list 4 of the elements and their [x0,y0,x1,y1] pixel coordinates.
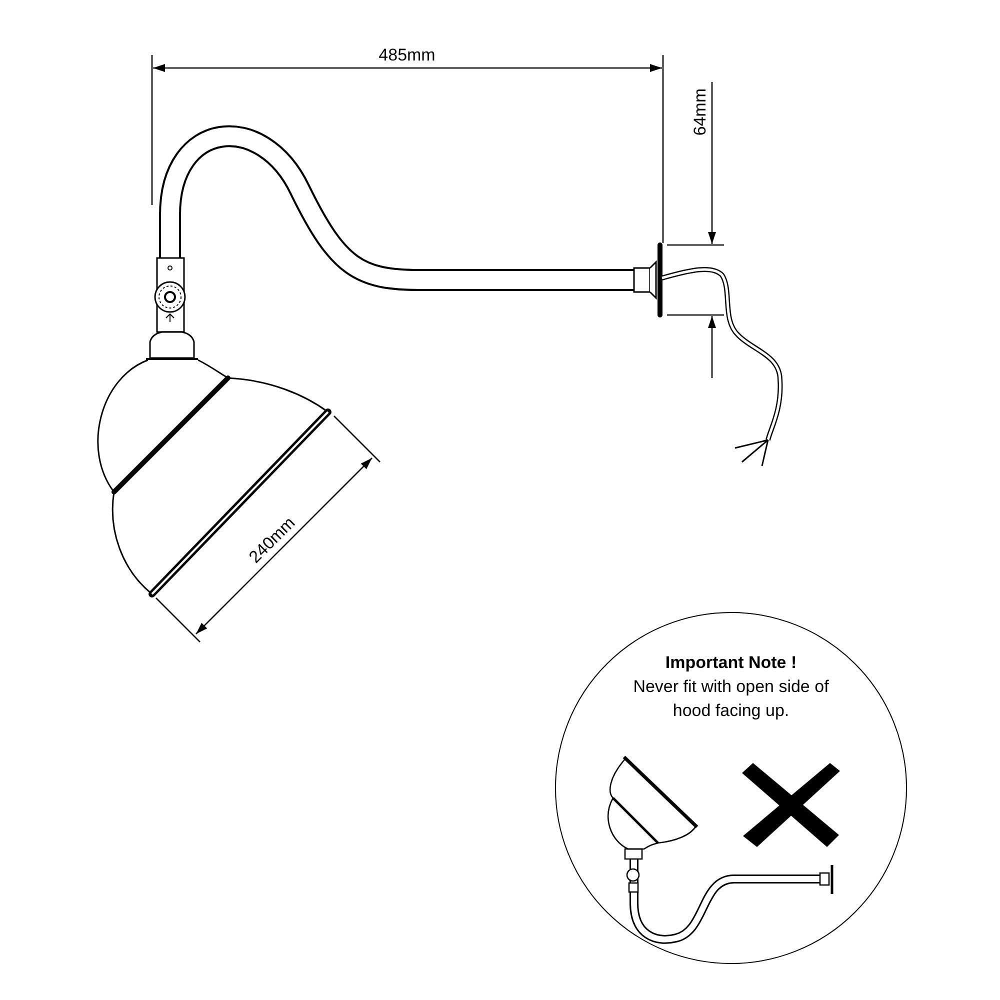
note-text: Never fit with open side of hood facing up. [632,676,830,722]
note-heading: Important Note ! [665,652,797,674]
dimension-label: 64mm [692,88,708,136]
dimension-label: 485mm [378,46,436,64]
